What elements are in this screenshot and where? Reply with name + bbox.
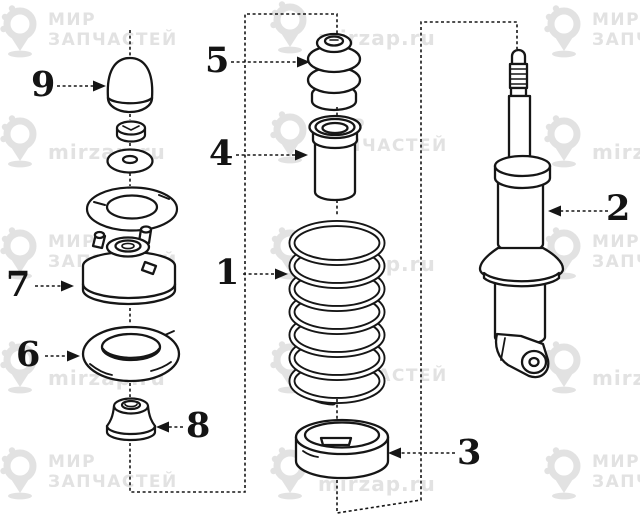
cap-drawing [106,56,154,114]
dust-cover-drawing [308,114,362,202]
callout-3: 3 [457,432,482,473]
brand-pin-gear-icon [0,227,37,280]
watermark-site-text: mirzap.ru [592,140,640,164]
coil-spring-drawing [288,220,386,406]
callout-8: 8 [186,405,211,446]
lower-spring-seat-drawing [294,418,390,480]
brand-pin-gear-icon [544,341,581,394]
brand-pin-gear-icon [0,341,37,394]
brand-pin-gear-icon [270,1,307,54]
watermark-tile: mirzap.ru [544,114,640,168]
brand-pin-gear-icon [270,111,307,164]
shock-absorber-drawing [478,48,565,379]
brand-pin-gear-icon [544,447,581,500]
watermark-site-text: mirzap.ru [592,366,640,390]
nut-drawing [115,120,147,143]
bump-stopper-drawing [306,32,362,112]
watermark-tile: mirzap.ru [544,340,640,394]
callout-5: 5 [205,40,230,81]
washer-drawing [106,148,154,174]
brand-pin-gear-icon [544,115,581,168]
callout-6: 6 [16,334,41,375]
callout-7: 7 [6,264,31,305]
brand-pin-gear-icon [544,5,581,58]
callout-2: 2 [606,188,631,229]
callout-4: 4 [209,133,234,174]
callout-1: 1 [215,252,240,293]
brand-pin-gear-icon [0,5,37,58]
upper-spring-seat-drawing [81,325,181,383]
brand-pin-gear-icon [0,115,37,168]
brand-pin-gear-icon [0,447,37,500]
callout-9: 9 [31,64,56,105]
cushion-bushing-drawing [105,397,157,442]
strut-mount-drawing [81,225,177,306]
